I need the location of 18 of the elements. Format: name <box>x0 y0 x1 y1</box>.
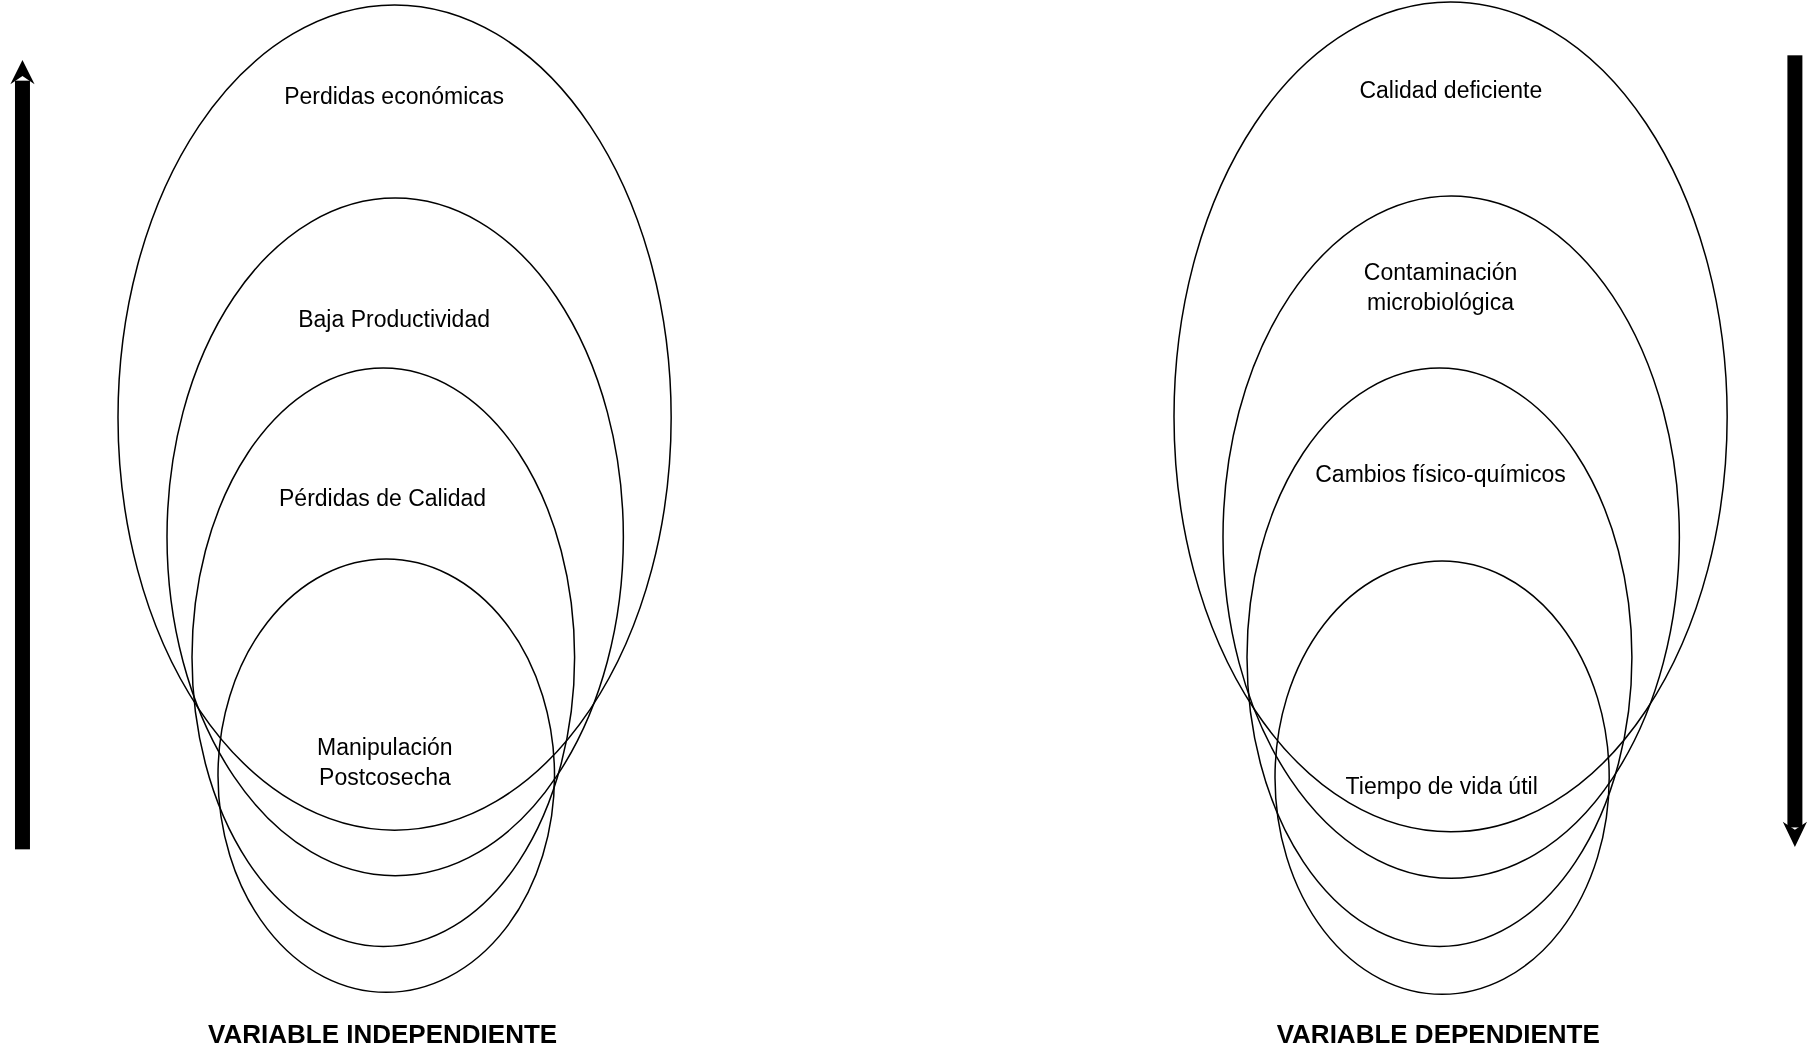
node-label: Manipulación Postcosecha <box>316 733 454 792</box>
node-label: Tiempo de vida útil <box>1344 772 1539 802</box>
ellipse-node <box>1222 195 1680 879</box>
node-label: Contaminación microbiológica <box>1362 258 1519 318</box>
variable-heading: VARIABLE INDEPENDIENTE <box>208 1018 558 1050</box>
variable-heading: VARIABLE DEPENDIENTE <box>1276 1018 1600 1050</box>
node-label: Calidad deficiente <box>1358 76 1544 106</box>
ellipse-node <box>217 558 555 993</box>
node-label: Pérdidas de Calidad <box>278 484 488 514</box>
ellipse-node <box>167 198 624 876</box>
ellipse-node <box>192 367 576 947</box>
node-label: Cambios físico-químicos <box>1314 459 1567 489</box>
ellipse-node <box>117 4 671 830</box>
node-label: Baja Productividad <box>297 305 491 335</box>
ellipse-node <box>1174 2 1728 833</box>
ellipse-node <box>1246 367 1632 947</box>
node-label: Perdidas económicas <box>283 81 506 111</box>
ellipse-node <box>1274 561 1609 995</box>
